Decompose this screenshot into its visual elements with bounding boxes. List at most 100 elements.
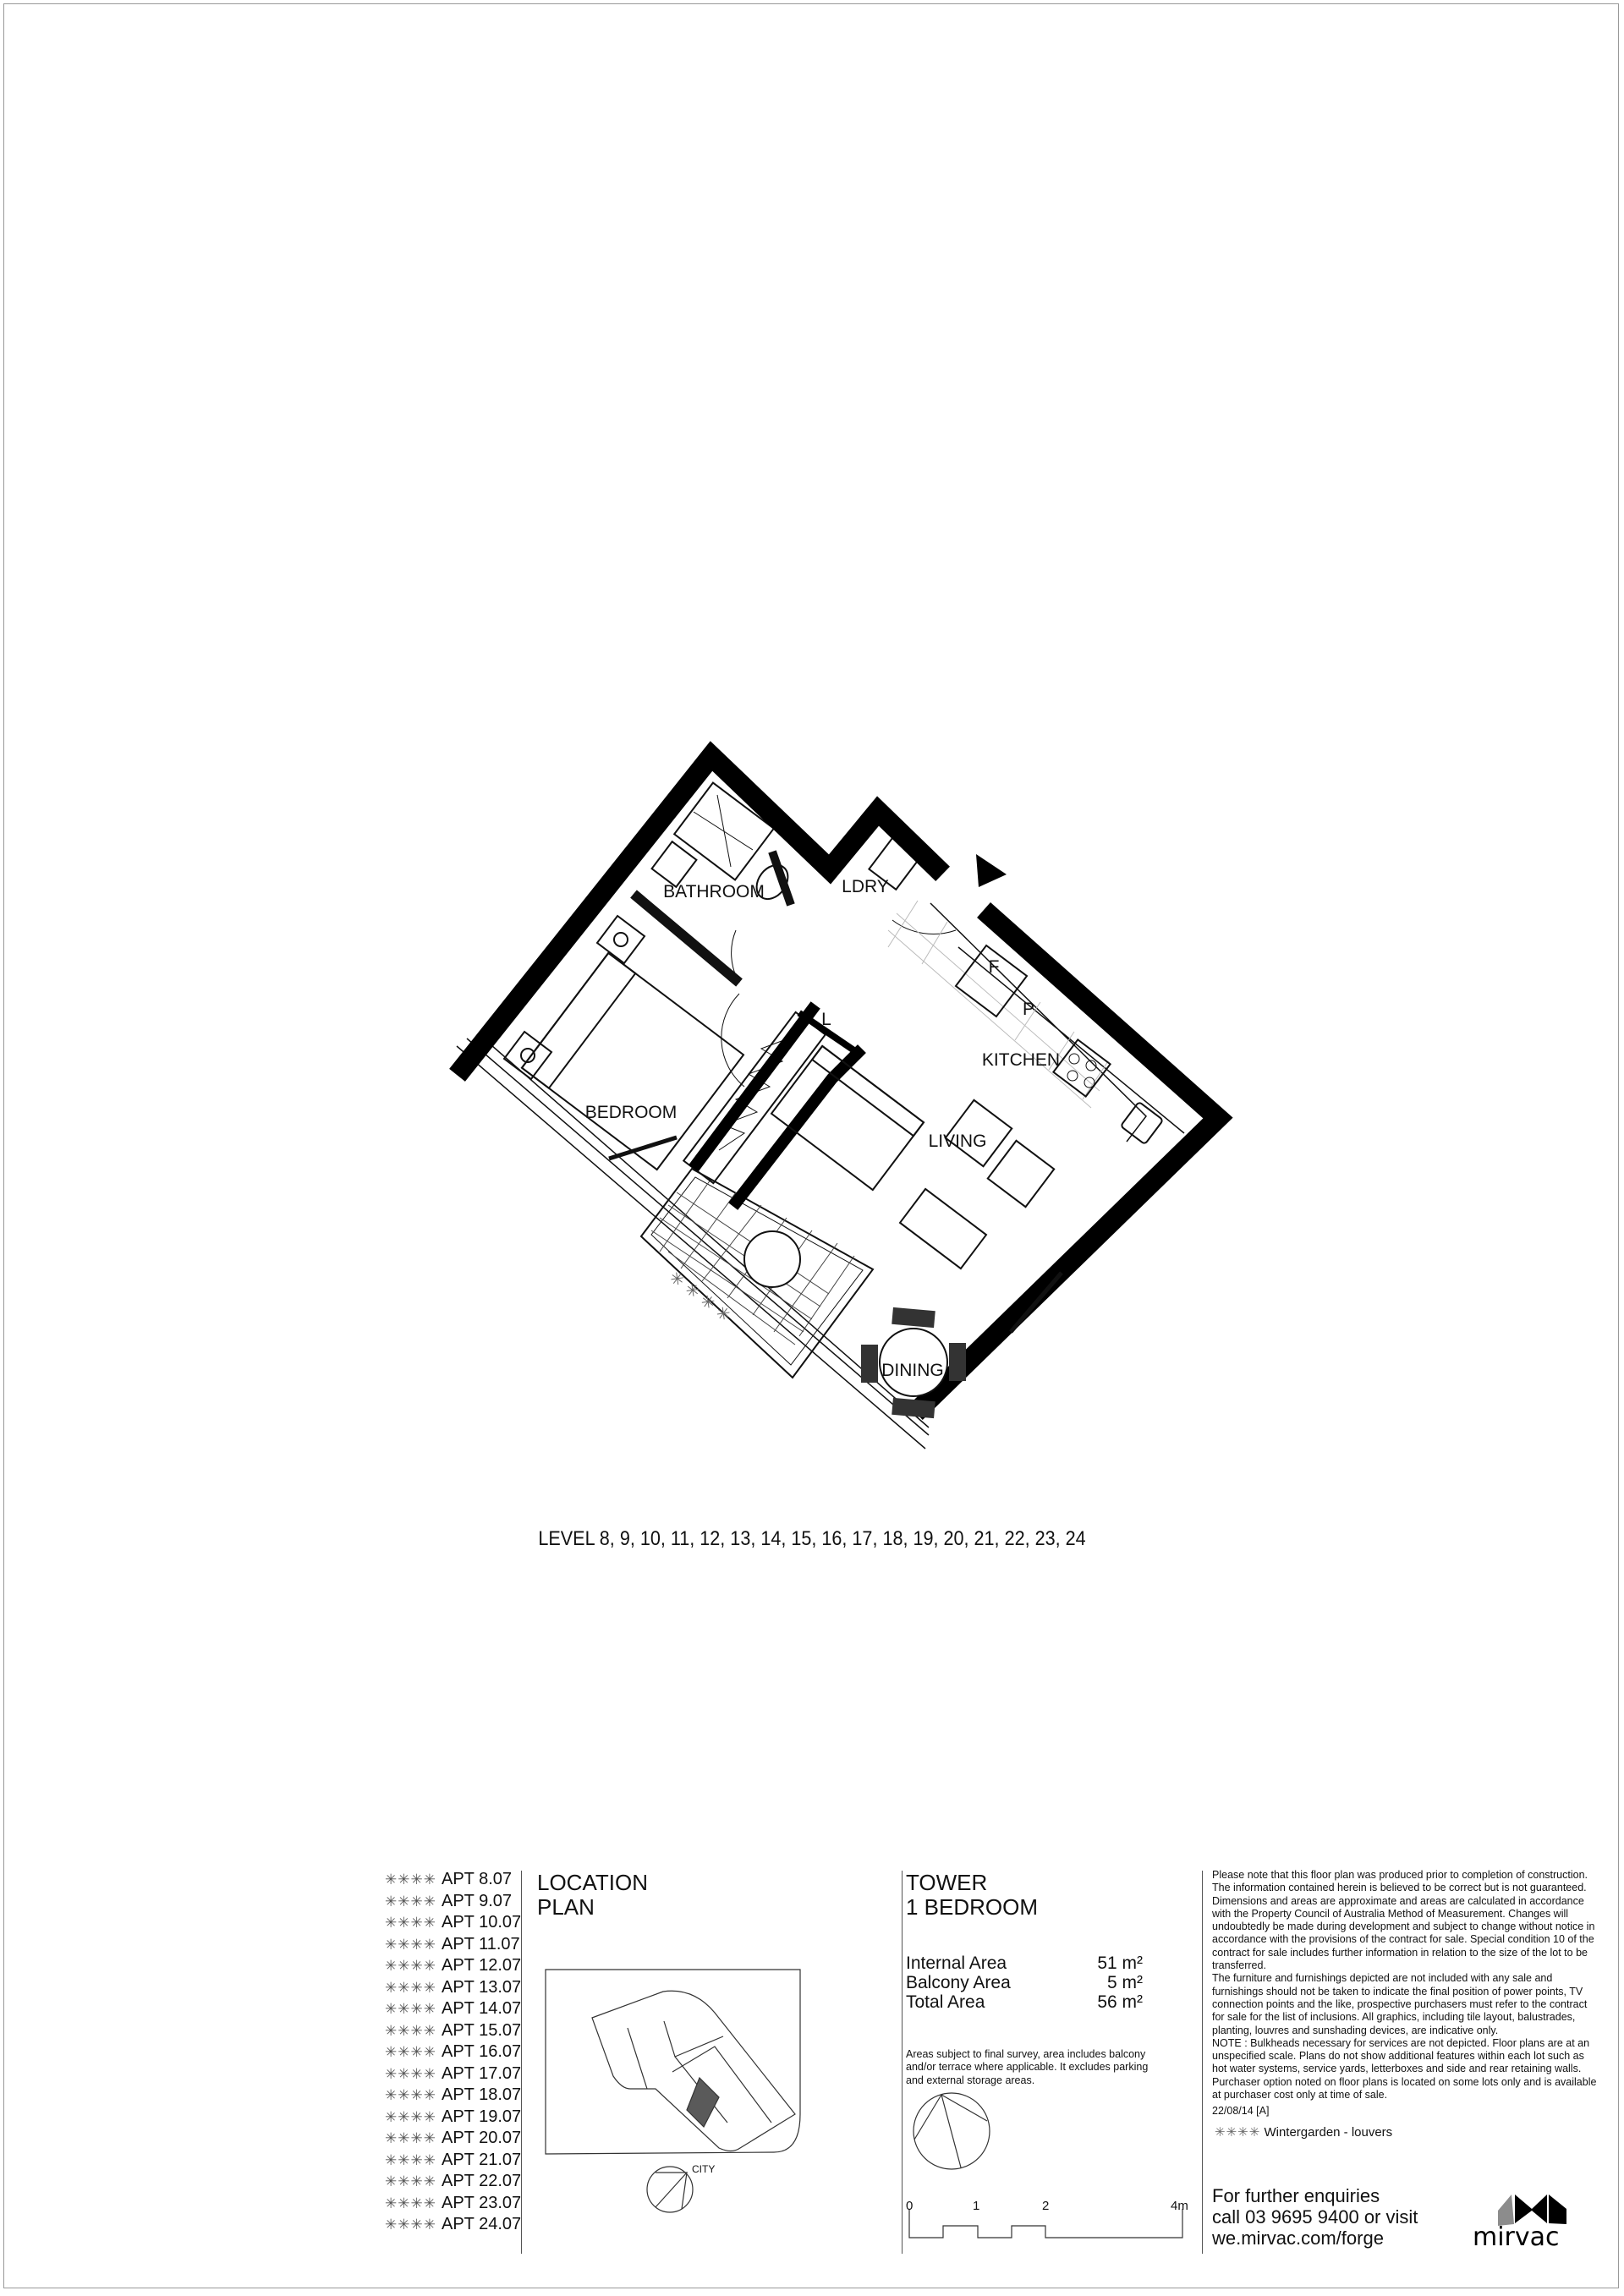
shower <box>672 781 776 881</box>
apartment-number: APT 11.07 <box>441 1934 520 1954</box>
wintergarden-marker: ✳✳✳✳ <box>385 1958 436 1974</box>
apartment-item: ✳✳✳✳APT 24.07 <box>385 2214 521 2236</box>
area-label: Internal Area <box>906 1954 1007 1973</box>
legend-marker: ✳✳✳✳ <box>1215 2125 1261 2140</box>
apartment-item: ✳✳✳✳ APT 12.07 <box>385 1955 521 1977</box>
location-title-line: LOCATION <box>537 1870 648 1895</box>
apartment-number: APT 12.07 <box>441 1956 522 1975</box>
location-plan-title: LOCATION PLAN <box>537 1871 648 1920</box>
room-label-linen: L <box>821 1010 831 1029</box>
coffee-table <box>898 1187 988 1270</box>
dining-chairs <box>861 1307 966 1419</box>
apartment-item: ✳✳✳✳APT 21.07 <box>385 2150 521 2172</box>
room-label-laundry: LDRY <box>842 877 889 896</box>
contact-website-link[interactable]: we.mirvac.com/forge <box>1212 2228 1384 2249</box>
north-compass <box>913 2092 990 2170</box>
wintergarden-marker: ✳✳✳✳ <box>385 1936 436 1953</box>
disclaimer-paragraph: The furniture and furnishings depicted a… <box>1212 1972 1588 2036</box>
unit-title-line: 1 BEDROOM <box>906 1894 1039 1920</box>
legend-wintergarden: ✳✳✳✳ Wintergarden - louvers <box>1215 2124 1392 2140</box>
city-label: CITY <box>692 2163 716 2175</box>
apartment-item: ✳✳✳✳APT 10.07 <box>385 1912 521 1934</box>
contact-phone: call 03 9695 9400 or visit <box>1212 2206 1418 2228</box>
wintergarden-marker: ✳✳✳✳ <box>385 2087 436 2103</box>
area-row: Internal Area 51 m² <box>906 1954 1143 1973</box>
apartment-number: APT 22.07 <box>441 2172 522 2190</box>
location-title-line: PLAN <box>537 1894 595 1920</box>
apartment-number: APT 17.07 <box>441 2063 522 2083</box>
contact-line: For further enquiries <box>1212 2185 1380 2206</box>
cooktop <box>1051 1038 1112 1099</box>
apartment-number: APT 24.07 <box>441 2215 522 2233</box>
apartment-number: APT 23.07 <box>441 2193 522 2212</box>
wintergarden-marker: ✳✳✳✳ <box>385 2173 436 2189</box>
bedside-table <box>502 1030 553 1081</box>
apartment-number: APT 14.07 <box>441 1999 522 2018</box>
divider <box>1202 1871 1203 2254</box>
dining-table <box>879 1328 948 1397</box>
room-label-dining: DINING <box>881 1361 944 1380</box>
kitchen-bench <box>930 902 1185 1143</box>
area-value: 56 m² <box>1097 1992 1143 2012</box>
divider <box>902 1871 903 2254</box>
room-label-pantry: P <box>1023 1000 1034 1019</box>
wintergarden-marker: ✳✳✳✳ <box>385 2022 436 2039</box>
entry-door-swing <box>892 919 957 934</box>
room-label-bathroom: BATHROOM <box>663 882 765 901</box>
scale-label: 2 <box>1042 2199 1050 2213</box>
glazing-line <box>456 1033 930 1449</box>
scale-bar <box>908 2209 1183 2238</box>
apartment-number: APT 9.07 <box>441 1891 513 1910</box>
north-compass-location <box>646 2166 694 2213</box>
wintergarden-marker: ✳✳✳✳ <box>385 1979 436 1996</box>
ottoman <box>986 1139 1056 1208</box>
entry-arrow-icon <box>976 854 1007 887</box>
area-label: Total Area <box>906 1992 985 2012</box>
wintergarden-marker: ✳✳✳✳ <box>385 2001 436 2017</box>
apartment-number: APT 15.07 <box>441 2020 522 2040</box>
legend-text: Wintergarden - louvers <box>1264 2125 1393 2140</box>
tv-unit <box>608 1135 678 1161</box>
basin <box>650 840 698 889</box>
apartment-item: ✳✳✳✳ APT 17.07 <box>385 2063 521 2085</box>
wall-exterior <box>449 741 950 1082</box>
apartment-number: APT 16.07 <box>441 2042 522 2061</box>
disclaimer-paragraph: NOTE : Bulkheads necessary for services … <box>1212 2036 1597 2101</box>
bedside-table <box>595 914 646 965</box>
revision-date: 22/08/14 [A] <box>1212 2105 1270 2118</box>
wall-exterior <box>908 902 1233 1420</box>
apartment-item: ✳✳✳✳APT 8.07 <box>385 1869 521 1891</box>
room-label-bedroom: BEDROOM <box>585 1103 678 1122</box>
location-highlight <box>686 2076 720 2129</box>
area-value: 5 m² <box>1107 1973 1143 1992</box>
scale-label: 0 <box>906 2199 914 2213</box>
apartment-item: ✳✳✳✳ APT 15.07 <box>385 2020 521 2042</box>
wall-wardrobe <box>689 1001 820 1172</box>
divider <box>521 1871 522 2254</box>
apartment-item: ✳✳✳✳ APT 22.07 <box>385 2171 521 2193</box>
area-row: Total Area 56 m² <box>906 1992 1143 2012</box>
room-label-fridge: F <box>989 957 1000 977</box>
apartment-number: APT 8.07 <box>441 1870 513 1888</box>
kitchen-sink <box>1121 1102 1163 1144</box>
area-label: Balcony Area <box>906 1973 1011 1992</box>
unit-title-line: TOWER <box>906 1870 988 1895</box>
apartment-item: ✳✳✳✳APT 9.07 <box>385 1891 521 1913</box>
apartment-item: ✳✳✳✳ APT 14.07 <box>385 1998 521 2020</box>
apartment-number: APT 20.07 <box>441 2129 522 2147</box>
wall-linen <box>728 1044 866 1210</box>
apartment-item: ✳✳✳✳APT 13.07 <box>385 1977 521 1999</box>
area-note: Areas subject to final survey, area incl… <box>906 2048 1149 2086</box>
balcony-table <box>743 1230 801 1288</box>
apartment-item: ✳✳✳✳APT 19.07 <box>385 2107 521 2129</box>
brand-name: mirvac <box>1473 2222 1560 2252</box>
area-value: 51 m² <box>1097 1954 1143 1973</box>
area-row: Balcony Area 5 m² <box>906 1973 1143 1992</box>
wintergarden-marker: ✳✳✳✳ <box>385 2065 436 2082</box>
apartment-number: APT 18.07 <box>441 2085 522 2104</box>
wintergarden-marker: ✳✳✳✳ <box>385 2195 436 2211</box>
apartment-item: ✳✳✳✳APT 20.07 <box>385 2128 521 2150</box>
contact-info: For further enquiries call 03 9695 9400 … <box>1212 2185 1418 2249</box>
scale-label: 1 <box>973 2199 980 2213</box>
